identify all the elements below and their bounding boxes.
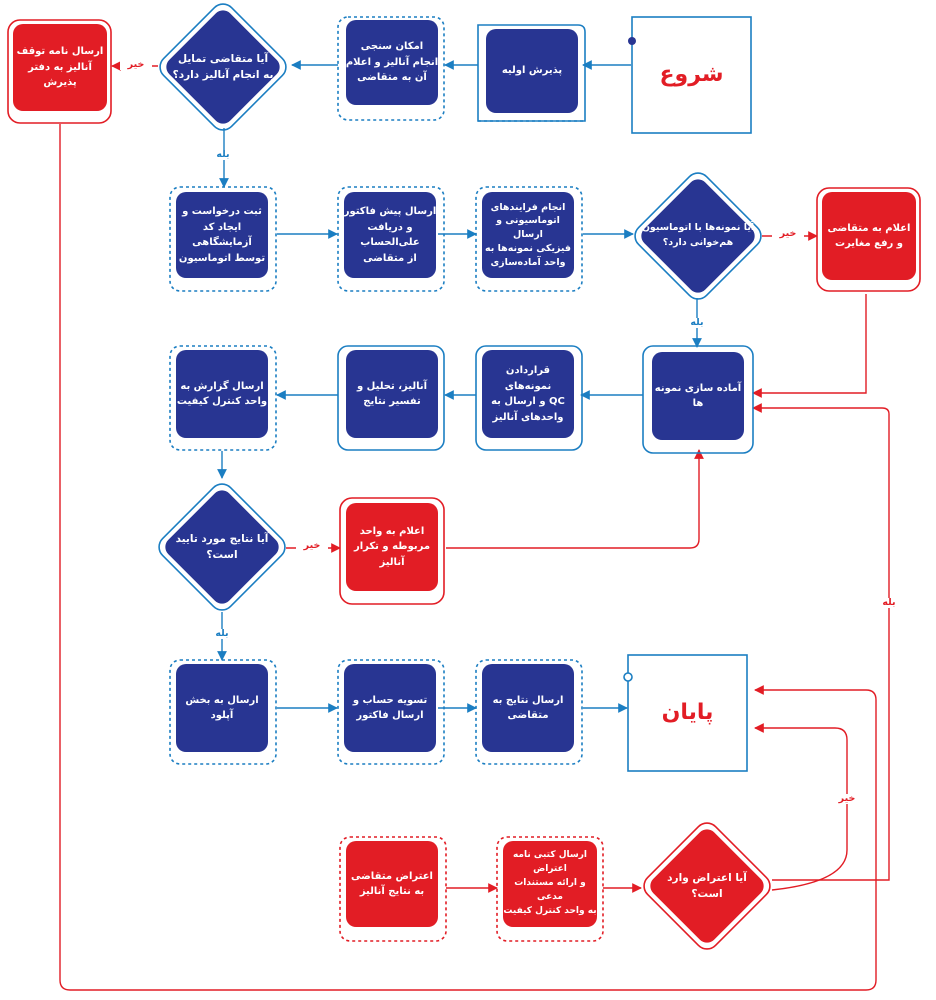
red-objection-label: اعتراض متقاضی به نتایج آنالیز xyxy=(351,870,433,898)
node-invoice-label: ارسال پیش فاکتور و دریافت علی‌الحساب از … xyxy=(343,206,437,264)
edge-label-no-objection: خیر xyxy=(832,794,862,804)
arrow-notify-prepare xyxy=(752,294,867,398)
node-process xyxy=(475,186,583,292)
red-repeat xyxy=(339,497,445,605)
node-upload-label: ارسال به بخش آپلود xyxy=(185,694,259,722)
arrow-objection-yes xyxy=(752,403,890,881)
node-send-label: ارسال نتایج به متقاضی xyxy=(492,694,564,722)
red-notify-label: اعلام به متقاضی و رفع مغایرت xyxy=(827,222,911,250)
red-letter xyxy=(496,836,604,942)
node-settle xyxy=(337,659,445,765)
start-dot xyxy=(628,37,636,45)
node-prepare-label: آماده سازی نمونه ها xyxy=(654,382,742,410)
node-reception xyxy=(477,24,586,122)
connectors xyxy=(59,60,890,991)
end-box xyxy=(627,654,748,772)
start-label: شروع xyxy=(659,61,724,87)
node-upload xyxy=(169,659,277,765)
edge-label-no-approved: خیر xyxy=(296,541,328,551)
process-nodes xyxy=(169,16,754,765)
node-register xyxy=(169,186,277,292)
node-register-label: ثبت درخواست و ایجاد کد آزمایشگاهی توسط ا… xyxy=(178,206,266,264)
arrow-repeat-prepare xyxy=(446,449,704,549)
node-invoice xyxy=(337,186,445,292)
edge-label-yes-willing: بله xyxy=(206,150,240,160)
red-letter-label: ارسال کتبی نامه اعتراض و ارائه مستندات م… xyxy=(503,850,597,916)
edge-label-yes-approved: بله xyxy=(205,629,239,639)
node-report-label: ارسال گزارش به واحد کنترل کیفیت xyxy=(176,380,268,408)
node-process-label: انجام فرایندهای اتوماسیونی و ارسال فیزیک… xyxy=(484,201,572,268)
diamond-match-label: آیا نمونه‌ها با اتوماسیون هم‌خوانی دارد؟ xyxy=(641,222,755,248)
arrow-objection-no xyxy=(754,723,848,891)
red-diamond-objection xyxy=(643,822,771,950)
end-label: پایان xyxy=(661,699,714,725)
edge-label-yes-match: بله xyxy=(680,318,714,328)
diamond-approved xyxy=(158,483,286,611)
diamond-match xyxy=(634,172,762,300)
end-dot xyxy=(623,672,633,682)
node-qc-label: قراردادن نمونه‌های QC و ارسال به واحدهای… xyxy=(491,365,565,423)
red-stop-label: ارسال نامه توقف آنالیز به دفتر پذیرش xyxy=(16,46,104,89)
diamond-willing xyxy=(159,3,287,131)
node-analysis-label: آنالیز، تحلیل و تفسیر نتایج xyxy=(356,380,428,408)
red-nodes xyxy=(7,19,921,950)
node-settle-label: تسویه حساب و ارسال فاکتور xyxy=(352,694,428,722)
red-diamond-objection-label: آیا اعتراض وارد است؟ xyxy=(667,871,747,900)
decision-nodes xyxy=(158,3,762,611)
node-analysis xyxy=(337,345,445,451)
red-notify xyxy=(816,187,921,292)
node-prepare xyxy=(642,345,754,454)
diamond-willing-label: آیا متقاضی تمایل به انجام آنالیز دارد؟ xyxy=(172,52,274,81)
red-repeat-label: اعلام به واحد مربوطه و تکرار آنالیز xyxy=(353,525,431,568)
edge-label-yes-objection: بله xyxy=(874,598,904,608)
node-qc xyxy=(475,345,583,451)
red-objection xyxy=(339,836,447,942)
arrow-stop-end-loop xyxy=(59,124,877,991)
start-box xyxy=(631,16,752,134)
red-stop xyxy=(7,19,112,124)
edge-label-no-willing: خیر xyxy=(120,60,152,70)
node-reception-label: پذیرش اولیه xyxy=(501,65,563,77)
diamond-approved-label: آیا نتایج مورد تایید است؟ xyxy=(175,532,269,561)
node-feasibility-label: امکان سنجی انجام آنالیز و اعلام آن به مت… xyxy=(345,41,439,84)
node-send xyxy=(475,659,583,765)
node-feasibility xyxy=(337,16,445,121)
edge-label-no-match: خیر xyxy=(772,229,804,239)
node-report xyxy=(169,345,277,451)
